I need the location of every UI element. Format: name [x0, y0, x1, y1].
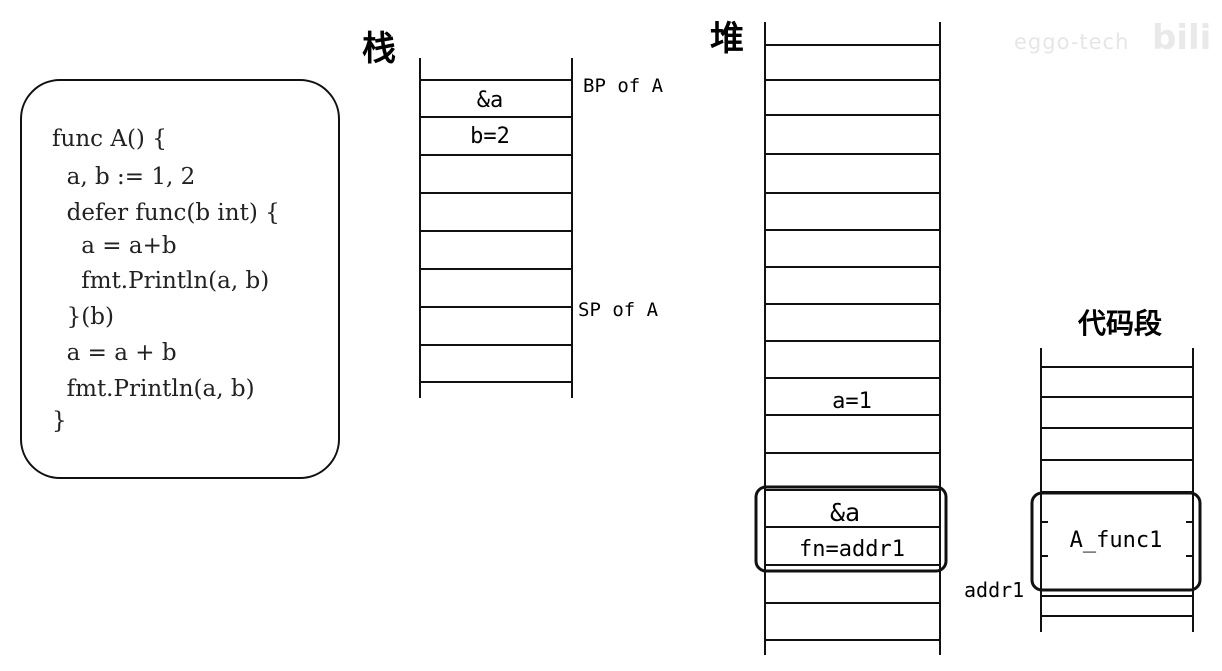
code-line-7: a = a + b: [52, 340, 177, 366]
code-line-3: defer func(b int) {: [52, 200, 280, 226]
code-line-2: a, b := 1, 2: [52, 164, 196, 190]
func-code-label: A_func1: [1070, 528, 1163, 553]
addr1-label: addr1: [964, 578, 1024, 602]
stack-cell-b: b=2: [470, 124, 510, 149]
closure-ref-a: &a: [830, 498, 860, 527]
closure-object-box: [754, 485, 948, 573]
stack-cell-ref-a: &a: [477, 88, 504, 113]
func-code-box: [1030, 491, 1202, 592]
code-line-4: a = a+b: [52, 233, 177, 259]
code-line-1: func A() {: [52, 126, 167, 152]
heap-title: 堆: [710, 19, 744, 59]
stack-title: 栈: [362, 29, 396, 69]
stack-column: [419, 58, 573, 398]
code-line-8: fmt.Println(a, b): [52, 376, 255, 402]
heap-cell-a: a=1: [832, 389, 872, 414]
closure-fn-field: fn=addr1: [799, 537, 905, 562]
code-panel: [20, 79, 340, 479]
code-segment-title: 代码段: [1077, 307, 1162, 340]
bilibili-logo-icon: bili: [1152, 18, 1212, 58]
func-code-tick-marks: [1041, 521, 1193, 557]
sp-label: SP of A: [578, 299, 659, 321]
code-line-9: }: [52, 408, 67, 434]
bp-label: BP of A: [583, 75, 664, 97]
heap-column: [764, 22, 941, 655]
watermark-text: eggo-tech: [1014, 30, 1130, 54]
code-line-6: }(b): [52, 304, 114, 330]
code-line-5: fmt.Println(a, b): [52, 268, 270, 294]
